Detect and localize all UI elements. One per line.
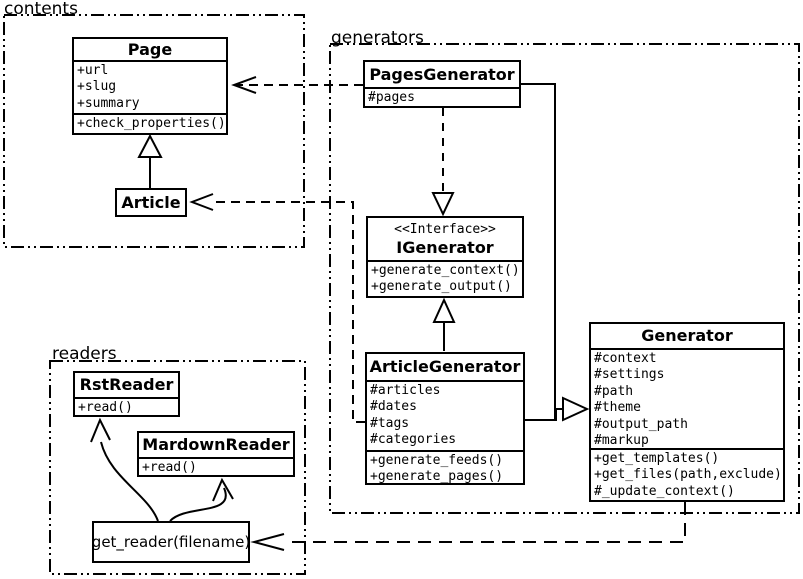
class-igenerator-title: <<Interface>> IGenerator	[368, 218, 522, 260]
class-pages-generator-attributes: #pages	[365, 87, 519, 106]
package-label-generators: generators	[331, 28, 424, 48]
class-mardown-reader: MardownReader +read()	[137, 431, 295, 477]
class-page: Page +url +slug +summary +check_properti…	[72, 37, 228, 135]
class-mardown-reader-title: MardownReader	[142, 435, 290, 454]
class-generator-attributes: #context #settings #path #theme #output_…	[591, 348, 783, 448]
class-igenerator: <<Interface>> IGenerator +generate_conte…	[366, 216, 524, 298]
class-pages-generator: PagesGenerator #pages	[363, 60, 521, 108]
edge-generator-depends-getreader	[250, 502, 686, 551]
class-igenerator-methods: +generate_context() +generate_output()	[368, 260, 522, 296]
package-frame-contents	[3, 14, 305, 248]
package-frame-readers	[49, 360, 306, 575]
class-generator-title: Generator	[641, 326, 733, 345]
function-box-get-reader-label: get_reader(filename)	[92, 533, 250, 551]
edge-generators-extend-generator	[521, 83, 590, 422]
class-generator-methods: +get_templates() +get_files(path,exclude…	[591, 448, 783, 500]
edge-articlegenerator-extends-igenerator	[432, 297, 456, 351]
class-igenerator-stereotype: <<Interface>>	[394, 221, 496, 237]
class-pages-generator-title: PagesGenerator	[369, 64, 515, 84]
class-rst-reader-title: RstReader	[79, 375, 174, 394]
package-label-readers: readers	[52, 344, 117, 364]
class-mardown-reader-methods: +read()	[139, 457, 293, 475]
package-label-contents: contents	[4, 0, 78, 19]
edge-pagesgenerator-depends-page	[231, 76, 363, 94]
class-page-methods: +check_properties()	[74, 113, 226, 133]
edge-pagesgenerator-realizes-igenerator	[431, 108, 455, 217]
class-page-attributes: +url +slug +summary	[74, 60, 226, 113]
class-article-generator: ArticleGenerator #articles #dates #tags …	[365, 352, 525, 485]
package-frame-generators	[329, 43, 800, 514]
class-igenerator-name: IGenerator	[396, 237, 494, 257]
edge-articlegenerator-depends-article	[189, 193, 365, 423]
class-rst-reader: RstReader +read()	[73, 371, 180, 417]
class-article: Article	[115, 188, 187, 217]
edge-getreader-to-rstreader	[90, 417, 159, 522]
class-article-generator-attributes: #articles #dates #tags #categories	[367, 380, 523, 450]
class-generator: Generator #context #settings #path #them…	[589, 322, 785, 502]
function-box-get-reader: get_reader(filename)	[92, 521, 250, 563]
class-article-generator-methods: +generate_feeds() +generate_pages()	[367, 450, 523, 483]
edge-article-extends-page	[137, 133, 163, 188]
class-rst-reader-methods: +read()	[75, 397, 178, 415]
class-page-title: Page	[127, 39, 173, 59]
edge-getreader-to-mardownreader	[169, 477, 234, 522]
class-article-title: Article	[121, 192, 181, 212]
class-article-generator-title: ArticleGenerator	[369, 357, 521, 376]
